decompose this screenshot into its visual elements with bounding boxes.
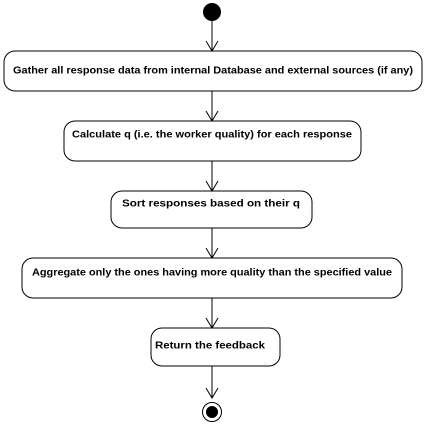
action-sort-box: [110, 190, 313, 229]
edge-sort-to-aggregate: [205, 228, 219, 259]
final-node: [202, 402, 222, 422]
action-sort-label: Sort responses based on their q: [122, 199, 300, 210]
action-return-box: [150, 327, 281, 367]
edge-calculate-to-sort: [205, 161, 219, 192]
action-gather-box: [3, 50, 423, 92]
action-gather[interactable]: Gather all response data from internal D…: [3, 50, 423, 92]
action-return-label: Return the feedback: [155, 341, 265, 352]
final-node-core: [206, 406, 218, 418]
action-return[interactable]: Return the feedback: [150, 327, 281, 367]
action-aggregate-box: [21, 257, 403, 299]
action-calculate-box: [63, 120, 362, 162]
edge-aggregate-to-return: [205, 298, 219, 329]
action-gather-label: Gather all response data from internal D…: [13, 66, 413, 77]
edge-return-to-end: [205, 366, 219, 399]
action-sort[interactable]: Sort responses based on their q: [110, 190, 313, 229]
action-aggregate-label: Aggregate only the ones having more qual…: [32, 268, 392, 279]
action-calculate[interactable]: Calculate q (i.e. the worker quality) fo…: [63, 120, 362, 162]
action-aggregate[interactable]: Aggregate only the ones having more qual…: [21, 257, 403, 299]
initial-node: [203, 3, 221, 21]
edge-gather-to-calculate: [205, 91, 219, 122]
edge-start-to-gather: [205, 21, 219, 52]
action-calculate-label: Calculate q (i.e. the worker quality) fo…: [72, 130, 352, 141]
